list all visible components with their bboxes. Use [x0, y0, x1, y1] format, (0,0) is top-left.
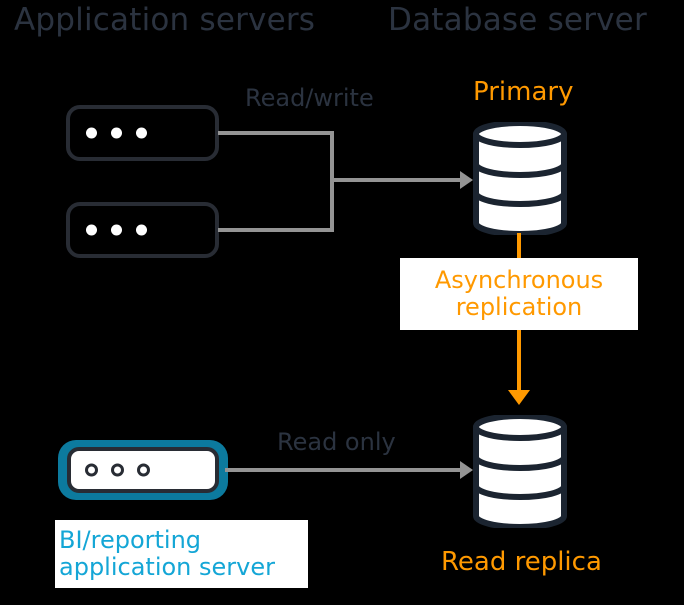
label-read-write: Read/write — [245, 84, 374, 112]
connector-to-primary — [330, 178, 470, 182]
server-dot — [137, 463, 150, 477]
app-server-icon-1[interactable] — [66, 105, 219, 161]
database-cylinder-svg — [473, 120, 567, 237]
label-bi-reporting-application-server: BI/reporting application server — [55, 520, 308, 588]
label-bi-line-1: BI/reporting — [59, 525, 202, 554]
server-dot — [111, 463, 124, 477]
label-async-line-2: replication — [455, 293, 583, 321]
connector-app1-horizontal — [218, 131, 334, 135]
server-dot — [111, 224, 122, 236]
server-dot — [86, 127, 97, 139]
arrow-right-icon-readwrite — [460, 171, 473, 189]
server-dot — [86, 224, 97, 236]
bi-server-highlight-ring — [58, 440, 228, 500]
database-cylinder-svg — [473, 413, 567, 530]
column-header-application-servers: Application servers — [14, 2, 316, 38]
label-async-line-1: Asynchronous — [434, 266, 604, 295]
server-dot — [136, 127, 147, 139]
label-bi-line-2: application server — [59, 553, 275, 581]
connector-app2-horizontal — [218, 228, 334, 232]
bi-application-server-icon[interactable] — [67, 447, 219, 493]
label-primary: Primary — [473, 77, 574, 107]
label-asynchronous-replication: Asynchronous replication — [400, 258, 638, 330]
server-led-dots — [86, 224, 147, 236]
server-dot — [136, 224, 147, 236]
server-led-dots — [86, 127, 147, 139]
arrow-down-icon-replication — [508, 390, 530, 405]
connector-readonly-horizontal — [225, 468, 468, 472]
server-dot — [111, 127, 122, 139]
label-read-replica: Read replica — [441, 547, 602, 577]
server-dot — [85, 463, 98, 477]
server-led-dots — [85, 463, 150, 477]
column-header-database-server: Database server — [388, 2, 647, 38]
database-cylinder-icon-primary[interactable] — [472, 120, 568, 237]
label-read-only: Read only — [277, 428, 396, 456]
database-cylinder-icon-replica[interactable] — [472, 413, 568, 530]
app-server-icon-2[interactable] — [66, 202, 219, 258]
arrow-right-icon-readonly — [460, 461, 473, 479]
